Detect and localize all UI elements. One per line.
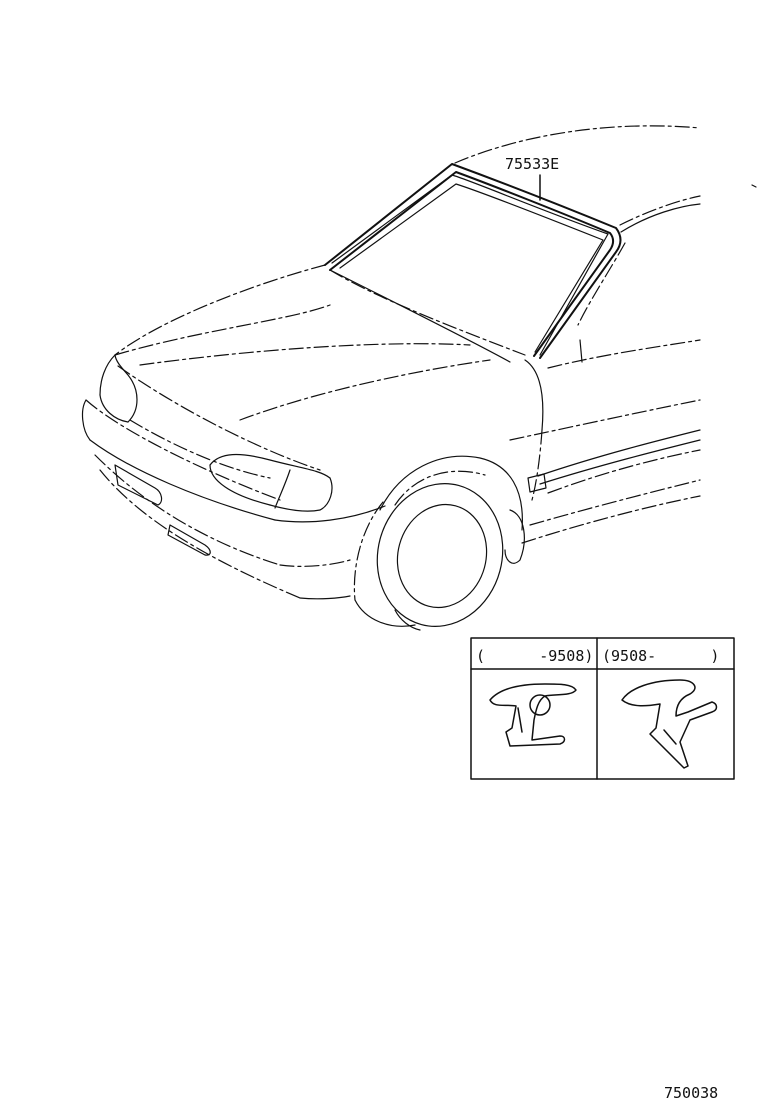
car-front-illustration <box>81 125 757 631</box>
moulding-profile-late <box>621 679 718 769</box>
inset-caption-left: ( -9508) <box>476 647 593 665</box>
moulding-profile-early <box>489 683 577 747</box>
drawing-code: 750038 <box>664 1084 718 1102</box>
inset-caption-right: (9508- ) <box>602 647 719 665</box>
windshield-moulding <box>324 163 622 359</box>
windshield <box>331 174 609 356</box>
inset-cross-sections: ( -9508) (9508- ) <box>470 637 735 780</box>
part-number-label: 75533E <box>505 155 559 173</box>
